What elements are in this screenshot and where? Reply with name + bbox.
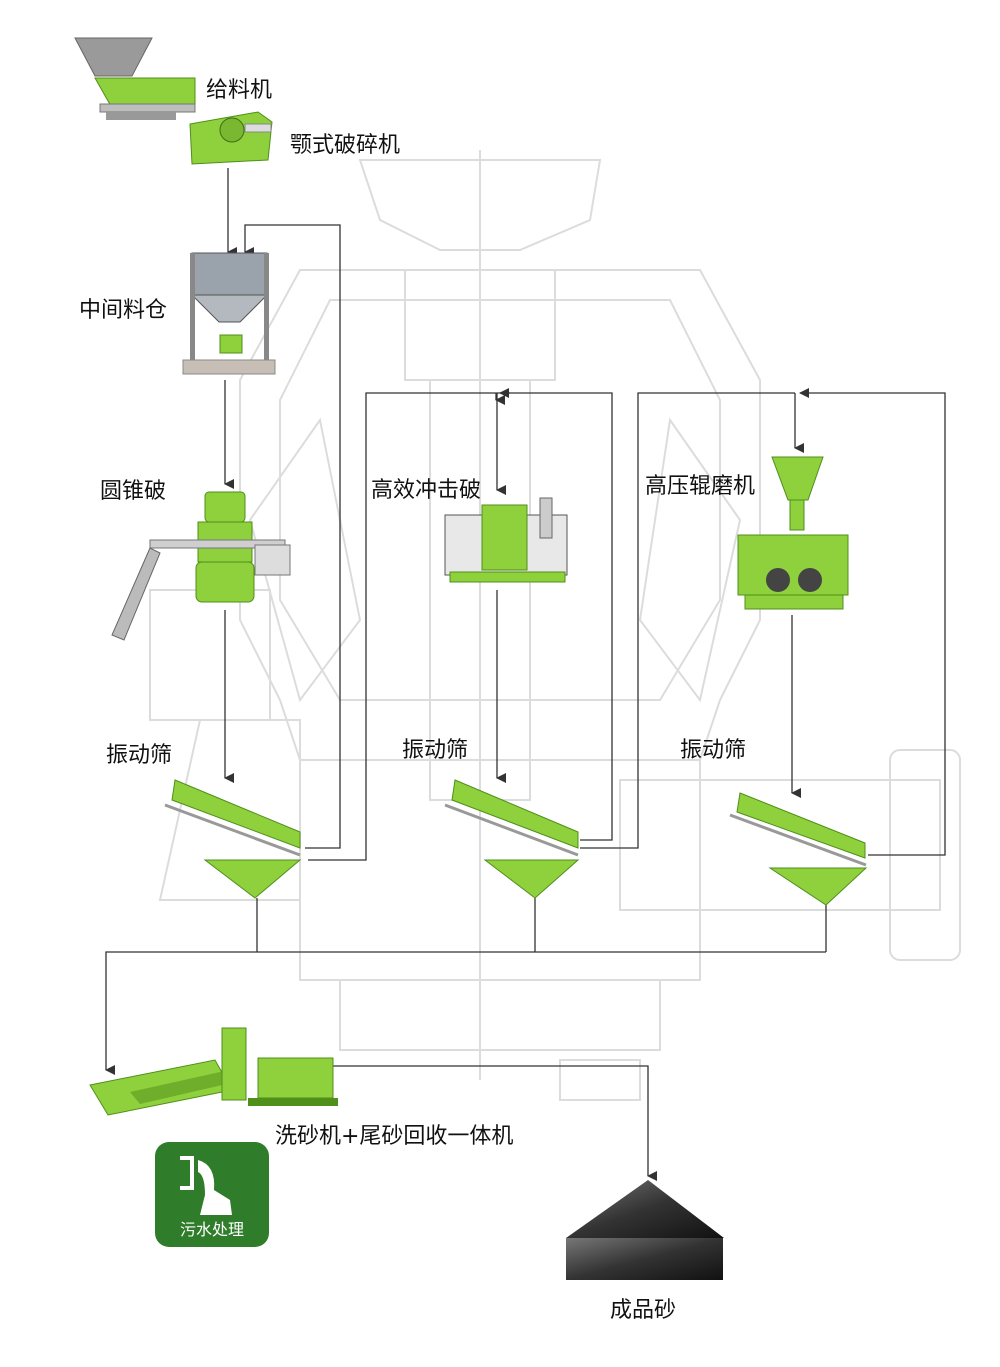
impact-crusher-label: 高效冲击破 — [371, 478, 482, 503]
product-pile — [566, 1180, 724, 1280]
washer-machine — [89, 1027, 338, 1116]
hpgr-machine — [737, 456, 849, 610]
sewage-label: 污水处理 — [179, 1220, 244, 1239]
screen-2-machine — [444, 779, 580, 899]
arrow-screen1-return — [244, 224, 341, 849]
sewage-water-icon — [155, 1142, 269, 1247]
flow-lines — [105, 168, 946, 1181]
jaw-crusher-label: 颚式破碎机 — [290, 133, 401, 158]
arrow-screen3-return — [799, 388, 946, 856]
arrow-washer-to-product — [330, 1065, 657, 1181]
bin-machine — [182, 252, 276, 375]
bin-label: 中间料仓 — [79, 298, 168, 323]
screen-1-machine — [164, 779, 302, 899]
arrow-screen2-return — [308, 392, 613, 861]
hpgr-label: 高压辊磨机 — [645, 474, 756, 499]
feeder-label: 给料机 — [206, 78, 273, 103]
background-cone-drawing — [149, 150, 961, 1101]
cone-crusher-label: 圆锥破 — [100, 479, 167, 504]
sewage-badge: 污水处理 — [155, 1142, 269, 1247]
screen-2-label: 振动筛 — [402, 738, 469, 763]
arrow-collect-to-washer — [105, 951, 826, 1075]
product-label: 成品砂 — [610, 1298, 677, 1323]
cone-crusher-machine — [111, 491, 291, 641]
arrow-screen2-to-hpgr — [580, 392, 795, 849]
impact-crusher-machine — [444, 497, 568, 583]
feeder-machine — [74, 37, 196, 120]
screen-3-label: 振动筛 — [680, 738, 747, 763]
jaw-crusher-machine — [189, 111, 273, 165]
screen-1-label: 振动筛 — [106, 743, 173, 768]
washer-label: 洗砂机+尾砂回收一体机 — [275, 1124, 514, 1149]
screen-3-machine — [729, 792, 868, 906]
